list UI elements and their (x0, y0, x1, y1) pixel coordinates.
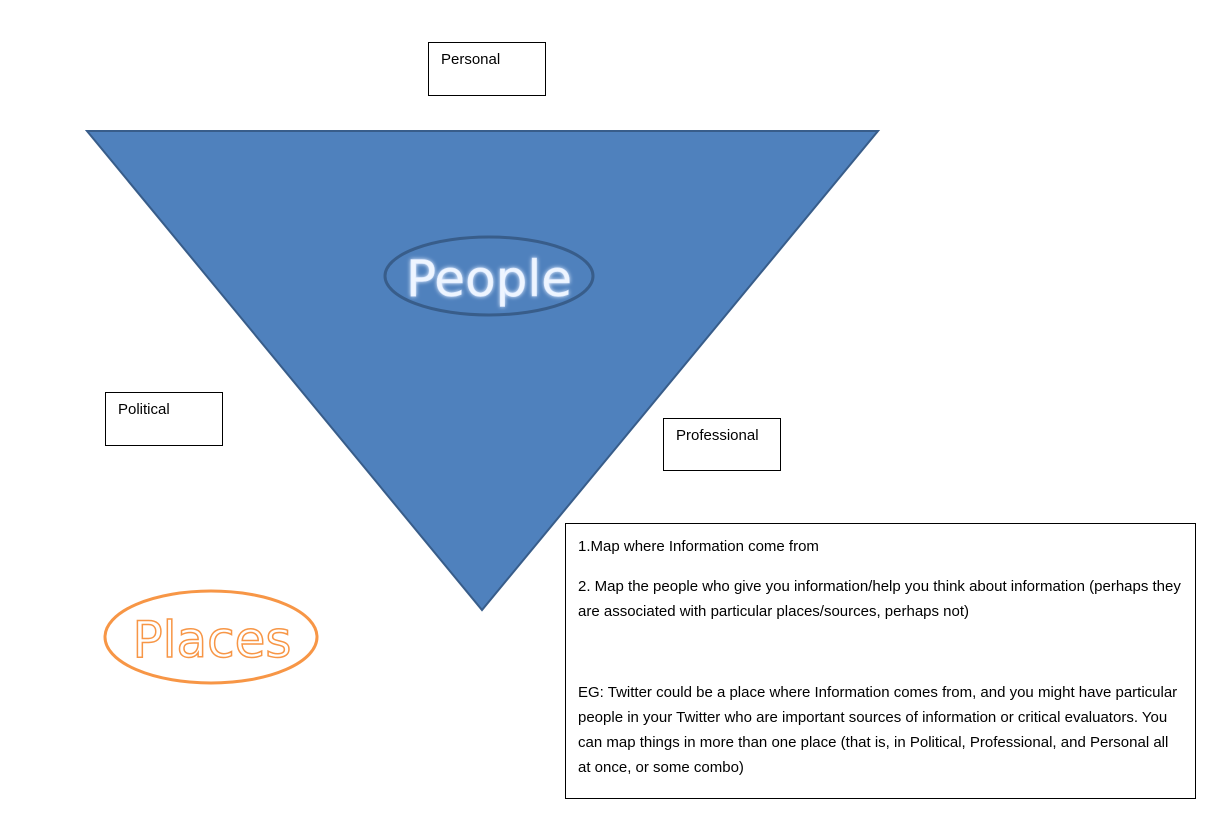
places-ellipse (103, 589, 319, 685)
professional-box: Professional (663, 418, 781, 471)
political-label: Political (118, 401, 170, 418)
instruction-example: EG: Twitter could be a place where Infor… (578, 684, 1178, 776)
personal-label: Personal (441, 51, 501, 68)
instructions-box: 1.Map where Information come from 2. Map… (565, 523, 1196, 799)
political-box: Political (105, 392, 223, 446)
instruction-1: 1.Map where Information come from (578, 538, 819, 555)
people-ellipse (383, 235, 595, 317)
people-label: People (406, 250, 572, 308)
instruction-2: 2. Map the people who give you informati… (578, 578, 1181, 620)
places-label: Places (133, 611, 292, 669)
people-triangle (84, 130, 881, 612)
personal-box: Personal (428, 42, 546, 96)
professional-label: Professional (676, 427, 759, 444)
